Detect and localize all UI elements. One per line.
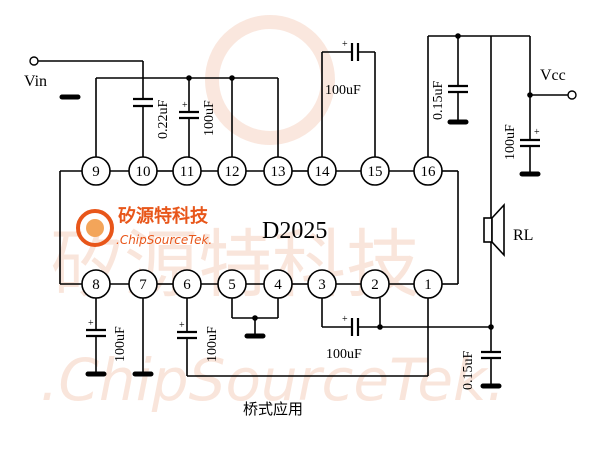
cap-vcc-015-label: 0.15uF xyxy=(431,81,446,121)
cap-pin8-label: 100uF xyxy=(113,326,128,362)
pin-2: 2 xyxy=(360,269,390,299)
pin-16-label: 16 xyxy=(421,164,437,180)
svg-text:+: + xyxy=(534,127,540,138)
pin-13-label: 13 xyxy=(271,164,286,180)
pin-6-label: 6 xyxy=(183,277,191,293)
pin-12: 12 xyxy=(217,156,247,186)
pin-5-label: 5 xyxy=(228,277,236,293)
svg-text:+: + xyxy=(179,320,185,331)
pin-10: 10 xyxy=(128,156,158,186)
pin-9: 9 xyxy=(81,156,111,186)
cap-vcc-100-label: 100uF xyxy=(503,124,518,160)
pin-8: 8 xyxy=(81,269,111,299)
pin-9-label: 9 xyxy=(92,164,100,180)
caption: 桥式应用 xyxy=(243,400,303,418)
input-network: 0.22uF + 100uF xyxy=(95,61,279,157)
logo-cn: 矽源特科技 xyxy=(118,205,209,227)
pin-3: 3 xyxy=(307,269,337,299)
logo: 矽源特科技 .ChipSourceTek. xyxy=(76,205,212,247)
cap-out-015-label: 0.15uF xyxy=(461,351,476,391)
chip-body xyxy=(59,170,459,285)
pin-7-label: 7 xyxy=(139,277,147,293)
pin-4-label: 4 xyxy=(274,277,282,293)
bootstrap-top: + 100uF xyxy=(321,39,376,157)
bottom-network: + 100uF + 100uF + 100uF xyxy=(85,298,502,391)
pin-8-label: 8 xyxy=(92,277,100,293)
chip-name: D2025 xyxy=(262,218,327,244)
pin-11-label: 11 xyxy=(180,164,194,180)
vcc-label: Vcc xyxy=(540,67,566,84)
bottom-pins: 8 7 6 5 4 3 2 1 xyxy=(81,269,443,299)
svg-text:+: + xyxy=(342,39,348,50)
vcc-network: Vcc 0.15uF + 100uF xyxy=(427,33,577,177)
pin-15-label: 15 xyxy=(368,164,383,180)
pin-5: 5 xyxy=(217,269,247,299)
speaker-rl: RL xyxy=(483,36,533,335)
svg-text:+: + xyxy=(88,318,94,329)
pin-11: 11 xyxy=(172,156,202,186)
pin-7: 7 xyxy=(128,269,158,299)
svg-text:+: + xyxy=(342,314,348,325)
pin-13: 13 xyxy=(263,156,293,186)
logo-en: .ChipSourceTek. xyxy=(116,233,212,247)
cap-pin6-label: 100uF xyxy=(205,326,220,362)
vin-terminal: Vin xyxy=(24,56,143,100)
pin-12-label: 12 xyxy=(225,164,240,180)
cap-boot-top-label: 100uF xyxy=(325,83,361,98)
top-pins: 9 10 11 12 13 14 15 16 xyxy=(81,156,443,186)
pin-1-label: 1 xyxy=(424,277,432,293)
pin-6: 6 xyxy=(172,269,202,299)
pin-3-label: 3 xyxy=(318,277,326,293)
pin-16: 16 xyxy=(413,156,443,186)
pin-14: 14 xyxy=(307,156,337,186)
cap-boot-bottom-label: 100uF xyxy=(326,347,362,362)
pin-1: 1 xyxy=(413,269,443,299)
pin-4: 4 xyxy=(263,269,293,299)
pin-15: 15 xyxy=(360,156,390,186)
svg-text:+: + xyxy=(182,100,188,111)
cap-pin11-label: 100uF xyxy=(202,100,217,136)
vin-label: Vin xyxy=(24,73,47,90)
pin-10-label: 10 xyxy=(136,164,151,180)
pin-14-label: 14 xyxy=(315,164,331,180)
rl-label: RL xyxy=(513,227,533,244)
pin-2-label: 2 xyxy=(371,277,379,293)
cap-022-label: 0.22uF xyxy=(156,100,171,140)
